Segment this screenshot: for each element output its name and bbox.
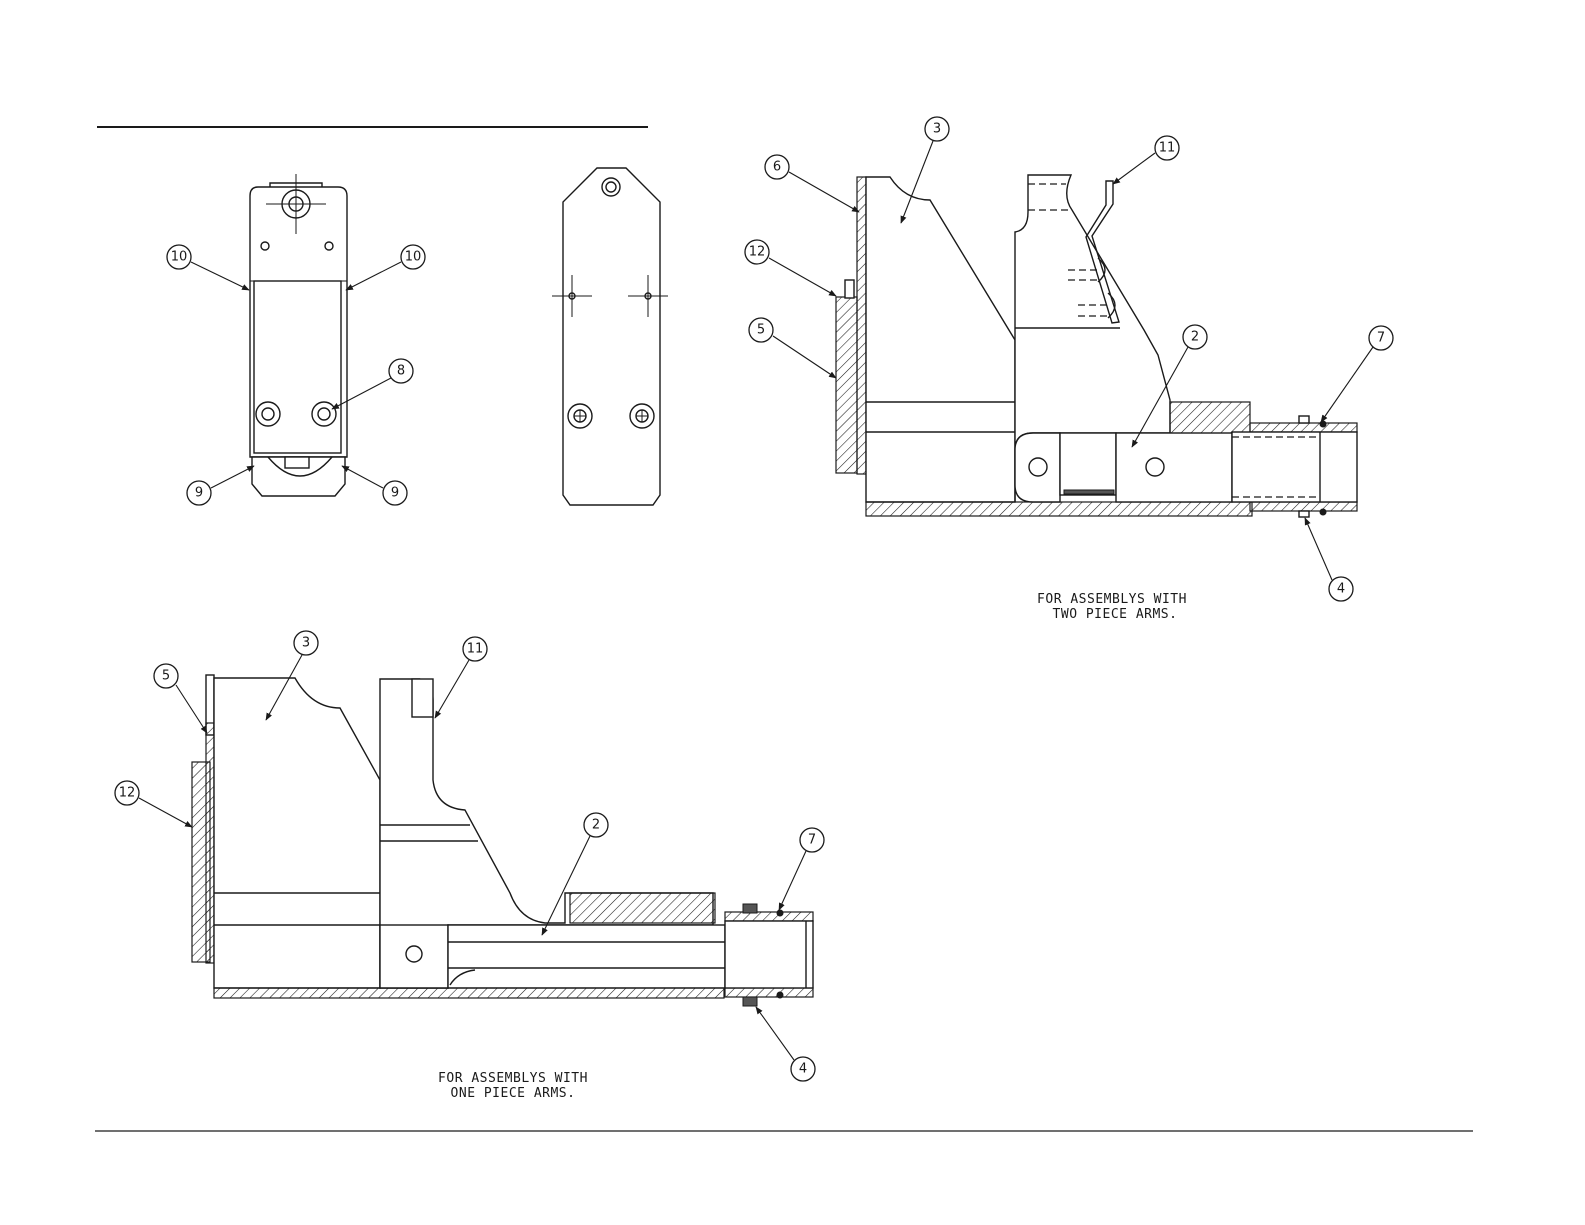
svg-text:2: 2: [592, 818, 600, 833]
svg-text:7: 7: [808, 833, 816, 848]
svg-text:9: 9: [391, 486, 399, 501]
callout-bubble: 6: [765, 155, 789, 179]
svg-text:9: 9: [195, 486, 203, 501]
callout-bubble: 5: [749, 318, 773, 342]
callout-bubble: 2: [1183, 325, 1207, 349]
svg-text:11: 11: [1159, 141, 1176, 156]
one-piece-caption-line1: FOR ASSEMBLYS WITH: [438, 1071, 588, 1086]
two-piece-caption-line2: TWO PIECE ARMS.: [1053, 607, 1178, 622]
callout-bubble: 10: [401, 245, 425, 269]
callout-bubble: 2: [584, 813, 608, 837]
callout-bubble: 12: [115, 781, 139, 805]
callout-bubble: 8: [389, 359, 413, 383]
svg-text:4: 4: [799, 1062, 807, 1077]
svg-text:3: 3: [933, 122, 941, 137]
callout-bubble: 11: [463, 637, 487, 661]
svg-text:11: 11: [467, 642, 484, 657]
svg-text:5: 5: [757, 323, 765, 338]
one-piece-section: FOR ASSEMBLYS WITH ONE PIECE ARMS.: [192, 675, 813, 1101]
svg-text:10: 10: [171, 250, 188, 265]
callout-bubble: 3: [294, 631, 318, 655]
svg-text:5: 5: [162, 669, 170, 684]
callout-bubble: 3: [925, 117, 949, 141]
two-piece-caption-line1: FOR ASSEMBLYS WITH: [1037, 592, 1187, 607]
callout-bubble: 9: [187, 481, 211, 505]
svg-text:6: 6: [773, 160, 781, 175]
one-piece-caption-line2: ONE PIECE ARMS.: [451, 1086, 576, 1101]
callout-bubble: 7: [800, 828, 824, 852]
callout-bubble: 9: [383, 481, 407, 505]
svg-text:8: 8: [397, 364, 405, 379]
callout-bubble: 12: [745, 240, 769, 264]
callout-bubble: 10: [167, 245, 191, 269]
callout-bubble: 11: [1155, 136, 1179, 160]
svg-text:10: 10: [405, 250, 422, 265]
svg-text:4: 4: [1337, 582, 1345, 597]
svg-text:12: 12: [119, 786, 136, 801]
svg-text:7: 7: [1377, 331, 1385, 346]
callout-bubble: 4: [791, 1057, 815, 1081]
svg-text:12: 12: [749, 245, 766, 260]
callout-bubble: 7: [1369, 326, 1393, 350]
plate-view: [552, 168, 668, 505]
front-view: [250, 174, 347, 496]
svg-text:3: 3: [302, 636, 310, 651]
callout-bubble: 5: [154, 664, 178, 688]
svg-text:2: 2: [1191, 330, 1199, 345]
callout-bubble: 4: [1329, 577, 1353, 601]
two-piece-section: FOR ASSEMBLYS WITH TWO PIECE ARMS.: [836, 175, 1357, 622]
